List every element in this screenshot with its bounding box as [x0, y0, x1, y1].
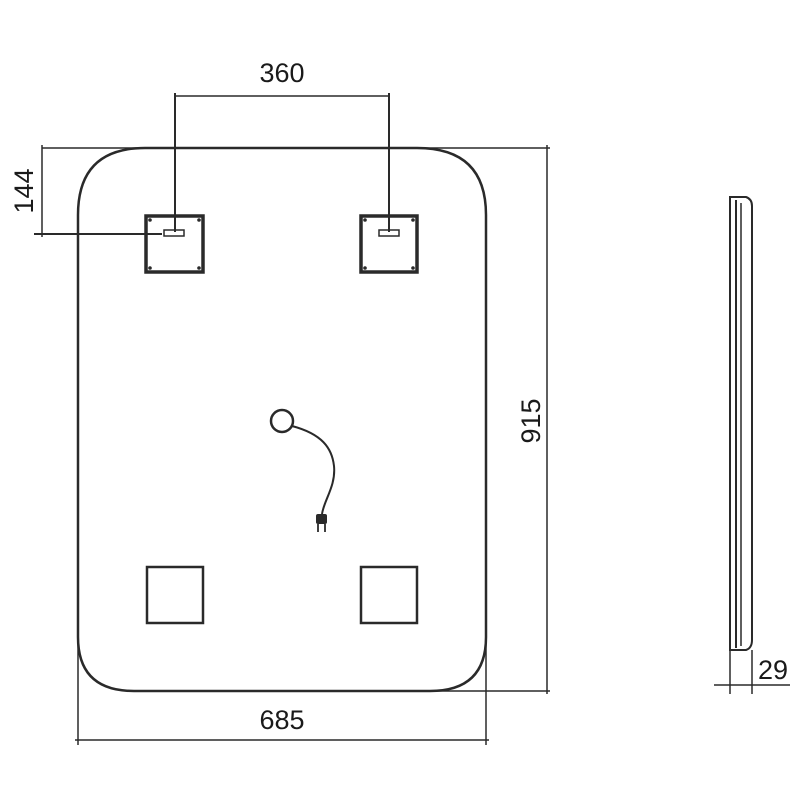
mirror-outline [76, 146, 488, 693]
bottom-pad-right [359, 565, 419, 625]
dim-label-29: 29 [758, 655, 788, 685]
dimension-height: 915 [418, 145, 550, 694]
dimension-mount-spacing: 360 [174, 58, 390, 232]
power-cable [269, 408, 336, 532]
plug-icon [316, 514, 327, 532]
side-profile [729, 196, 753, 651]
dimension-depth: 29 [714, 650, 790, 694]
dim-label-685: 685 [259, 705, 304, 735]
dim-label-144: 144 [9, 168, 39, 213]
dimension-mount-offset: 144 [9, 145, 162, 237]
dim-label-360: 360 [259, 58, 304, 88]
dimension-width: 685 [75, 640, 489, 745]
dim-label-915: 915 [516, 398, 546, 443]
bottom-pad-left [145, 565, 205, 625]
